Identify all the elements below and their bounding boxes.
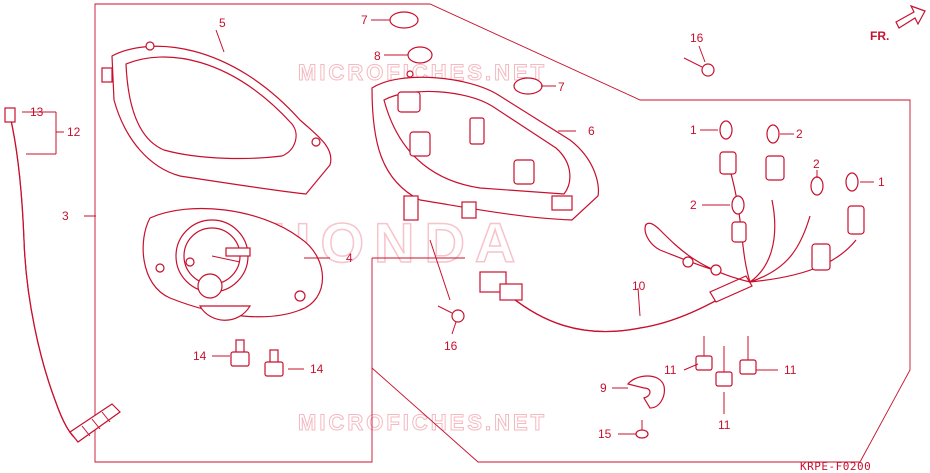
bulb-2-lower[interactable] xyxy=(731,195,745,215)
screw-11-left[interactable] xyxy=(695,336,713,371)
callout-11-middle: 11 xyxy=(718,418,731,432)
meter-case[interactable] xyxy=(371,70,600,221)
callout-3: 3 xyxy=(62,209,69,223)
diagram-code: KRPE-F0200 xyxy=(800,460,871,473)
grommet-7-upper[interactable] xyxy=(389,11,419,29)
callout-7-lower: 7 xyxy=(558,80,565,94)
bulb-2-middle[interactable] xyxy=(810,176,824,196)
screw-16-lower[interactable] xyxy=(437,305,465,323)
bulb-1-right[interactable] xyxy=(845,172,859,192)
callout-16-upper: 16 xyxy=(690,31,704,45)
speedometer-cable[interactable] xyxy=(4,107,121,443)
site-watermark-bottom: MICROFICHES.NET xyxy=(298,410,547,435)
callout-14-left: 14 xyxy=(193,349,207,363)
callout-6: 6 xyxy=(588,124,595,138)
callout-2-middle: 2 xyxy=(813,157,820,171)
screw-16-upper[interactable] xyxy=(683,57,715,77)
callout-5: 5 xyxy=(219,16,226,30)
callout-16-lower: 16 xyxy=(444,339,458,353)
meter-panel[interactable] xyxy=(142,207,323,321)
screw-15[interactable] xyxy=(635,420,649,439)
leader-lines xyxy=(22,19,874,435)
svg-text:FR.: FR. xyxy=(870,29,889,43)
bulb-2-upper[interactable] xyxy=(766,124,780,144)
callout-14-right: 14 xyxy=(310,362,324,376)
callout-11-right: 11 xyxy=(784,363,797,377)
callout-13: 13 xyxy=(30,105,44,119)
callout-11-left: 11 xyxy=(664,363,677,377)
callout-8: 8 xyxy=(374,49,381,63)
screw-14-right[interactable] xyxy=(264,349,284,377)
screw-11-middle[interactable] xyxy=(715,346,733,387)
callout-15: 15 xyxy=(598,427,612,441)
meter-visor[interactable] xyxy=(101,41,332,195)
front-direction-arrow: FR. xyxy=(870,4,926,43)
inner-frame xyxy=(371,257,465,368)
grommet-8[interactable] xyxy=(407,46,433,64)
callout-2-upper: 2 xyxy=(796,127,803,141)
screw-11-right[interactable] xyxy=(739,336,757,375)
callout-2-lower: 2 xyxy=(690,198,697,212)
callout-10: 10 xyxy=(632,279,646,293)
meter-assembly-frame xyxy=(94,3,911,463)
wire-harness[interactable] xyxy=(479,151,865,333)
callout-12: 12 xyxy=(67,125,81,139)
callout-1-right: 1 xyxy=(878,175,885,189)
harness-clamp[interactable] xyxy=(626,375,665,409)
callout-1-upper: 1 xyxy=(690,123,697,137)
callout-9: 9 xyxy=(600,381,607,395)
callout-7-upper: 7 xyxy=(361,13,368,27)
grommet-7-lower[interactable] xyxy=(513,77,543,95)
callout-4: 4 xyxy=(346,251,353,265)
bulb-1-upper[interactable] xyxy=(719,120,733,140)
screw-14-left[interactable] xyxy=(230,339,250,367)
